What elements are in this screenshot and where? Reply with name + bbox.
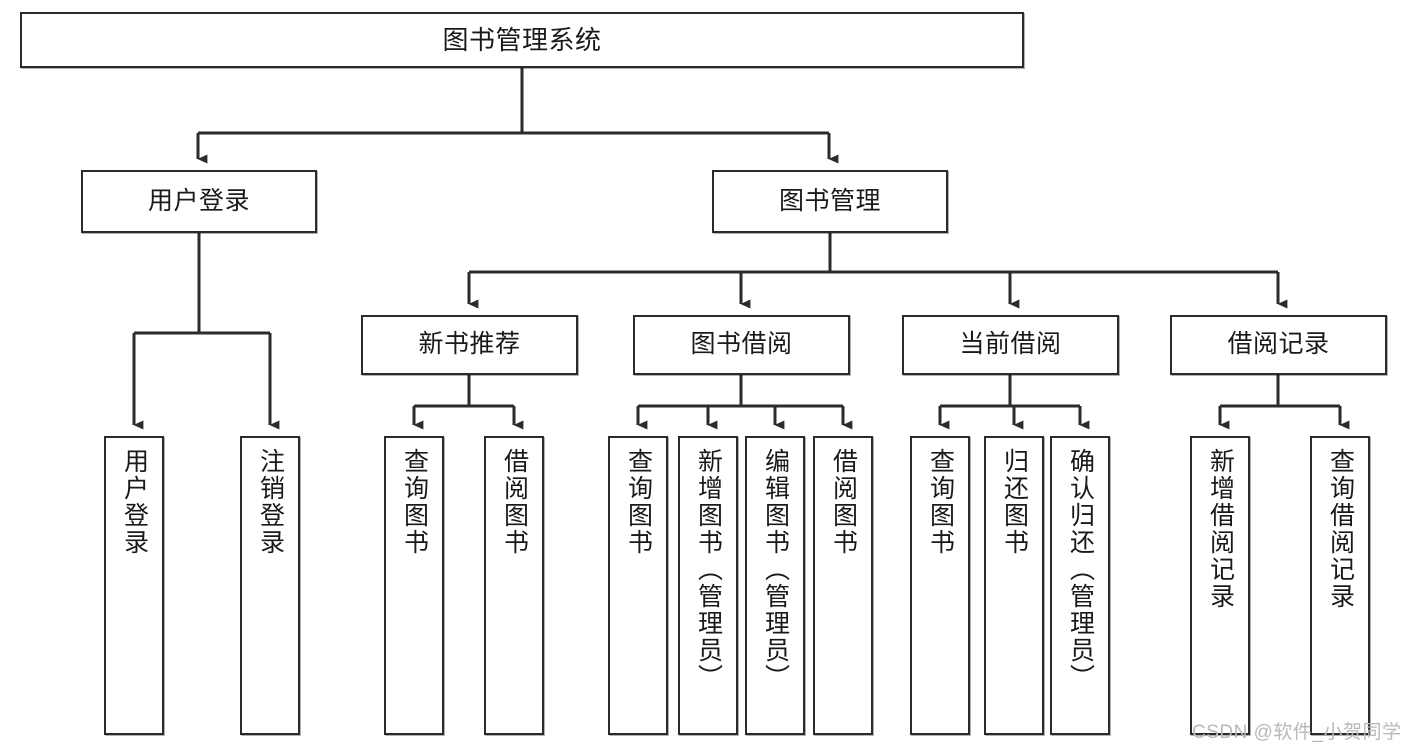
node-label: 新书推荐 <box>418 330 521 359</box>
node-book-manage[interactable]: 图书管理 <box>712 170 948 233</box>
node-label: 图书借阅 <box>690 330 793 359</box>
leaf-record-add-borrow-record[interactable]: 新增借阅记录 <box>1190 436 1250 735</box>
node-label: 借阅图书 <box>500 448 529 556</box>
node-label: 图书管理 <box>778 186 881 215</box>
leaf-recommend-borrow-book[interactable]: 借阅图书 <box>484 436 544 735</box>
leaf-borrow-add-book-admin[interactable]: 新增图书（管理员） <box>678 436 738 735</box>
node-label: 查询图书 <box>624 448 653 556</box>
node-label: 查询图书 <box>400 448 429 556</box>
node-label: 借阅图书 <box>829 448 858 556</box>
leaf-current-confirm-return-admin[interactable]: 确认归还（管理员） <box>1050 436 1110 735</box>
node-user-login[interactable]: 用户登录 <box>81 170 317 233</box>
leaf-borrow-do-borrow[interactable]: 借阅图书 <box>813 436 873 735</box>
node-label: 图书管理系统 <box>442 24 602 55</box>
node-root-system[interactable]: 图书管理系统 <box>20 12 1024 68</box>
node-label: 查询图书 <box>926 448 955 556</box>
leaf-current-query-book[interactable]: 查询图书 <box>910 436 970 735</box>
leaf-recommend-query-book[interactable]: 查询图书 <box>384 436 444 735</box>
node-label: 查询借阅记录 <box>1326 448 1355 610</box>
node-label: 注销登录 <box>256 448 285 556</box>
leaf-current-return-book[interactable]: 归还图书 <box>984 436 1044 735</box>
node-label: 新增借阅记录 <box>1206 448 1235 610</box>
node-label: 归还图书 <box>1000 448 1029 556</box>
node-borrow-record[interactable]: 借阅记录 <box>1170 315 1387 375</box>
leaf-user-login[interactable]: 用户登录 <box>104 436 164 735</box>
leaf-borrow-edit-book-admin[interactable]: 编辑图书（管理员） <box>745 436 805 735</box>
leaf-borrow-query-book[interactable]: 查询图书 <box>608 436 668 735</box>
node-new-book-recommend[interactable]: 新书推荐 <box>361 315 578 375</box>
node-label: 新增图书（管理员） <box>694 448 723 691</box>
node-label: 用户登录 <box>120 448 149 556</box>
node-current-borrow[interactable]: 当前借阅 <box>902 315 1119 375</box>
node-book-borrow[interactable]: 图书借阅 <box>633 315 850 375</box>
node-label: 当前借阅 <box>959 330 1062 359</box>
leaf-user-logout[interactable]: 注销登录 <box>240 436 300 735</box>
node-label: 用户登录 <box>147 186 250 215</box>
leaf-record-query-borrow-record[interactable]: 查询借阅记录 <box>1310 436 1370 735</box>
node-label: 借阅记录 <box>1227 330 1330 359</box>
node-label: 确认归还（管理员） <box>1066 448 1095 691</box>
node-label: 编辑图书（管理员） <box>761 448 790 691</box>
